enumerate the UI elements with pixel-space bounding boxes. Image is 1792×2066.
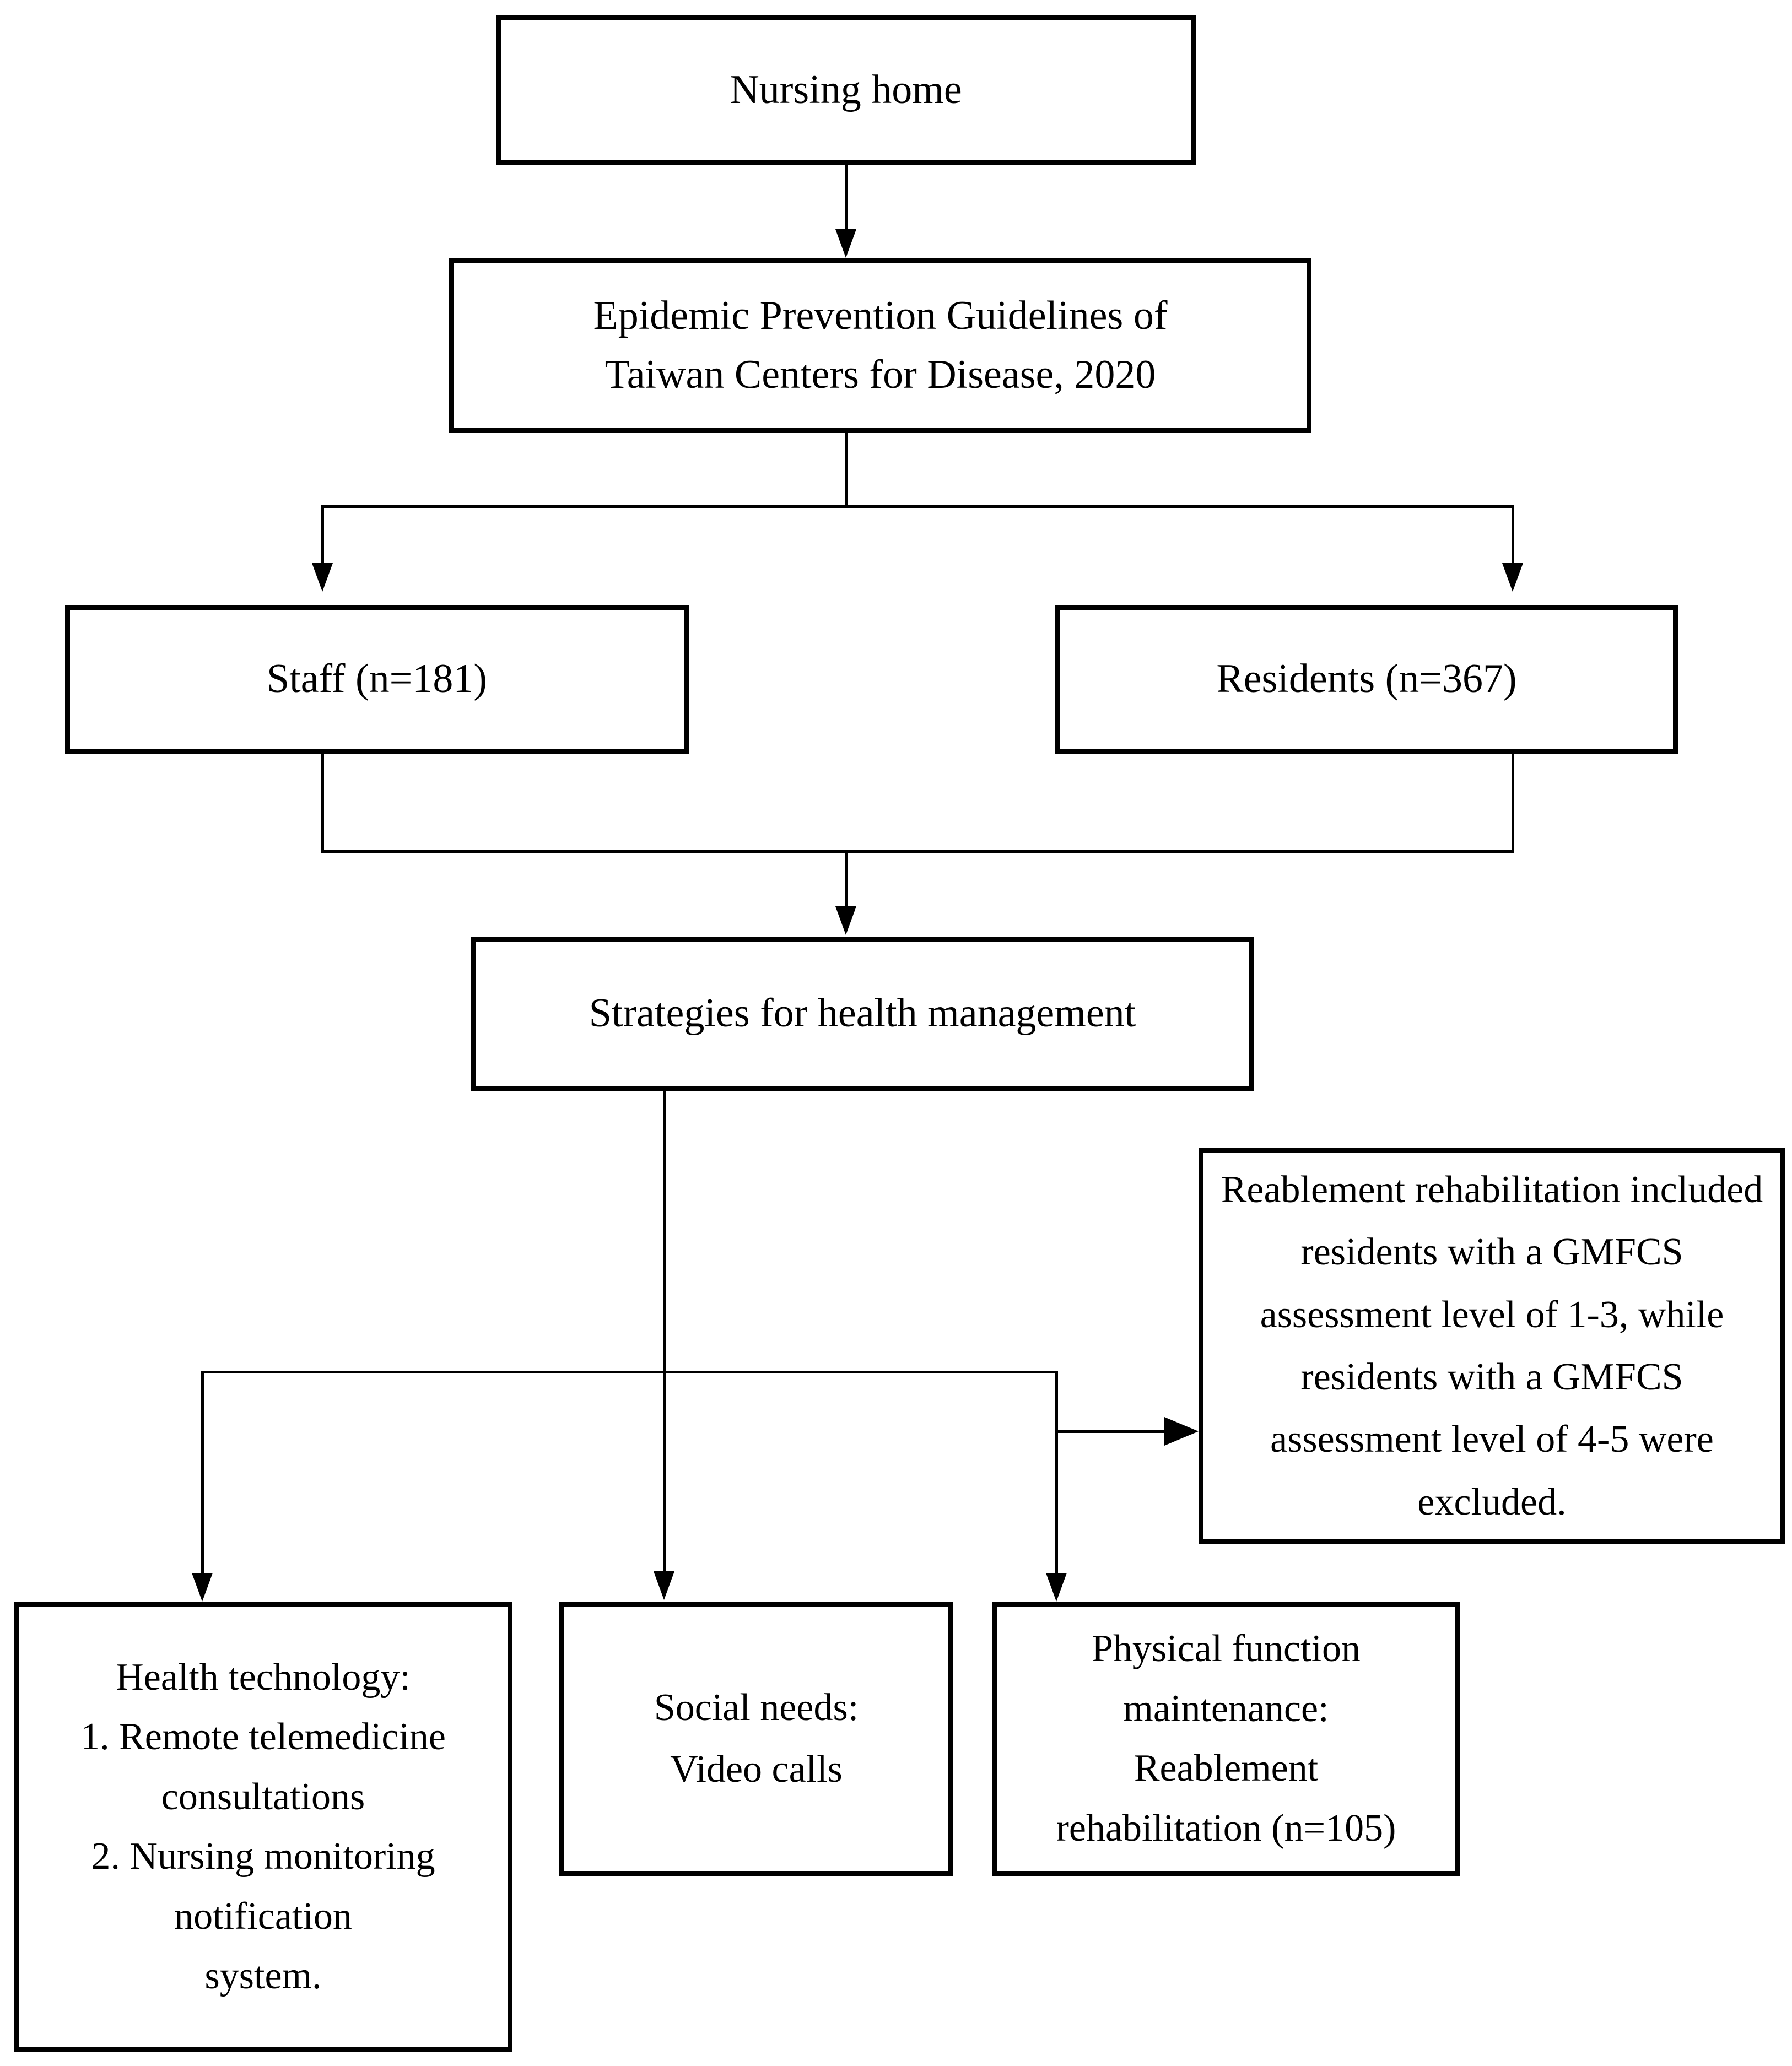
edge-split-left-drop-staff — [321, 505, 324, 566]
node-residents: Residents (n=367) — [1055, 605, 1678, 754]
node-strategies-for-health-management: Strategies for health management — [471, 937, 1254, 1091]
arrowhead-social-needs — [654, 1571, 674, 1600]
node-epidemic-prevention-guidelines-label: Epidemic Prevention Guidelines of Taiwan… — [593, 293, 1168, 397]
arrowhead-staff — [312, 563, 333, 592]
node-staff-label: Staff (n=181) — [266, 656, 488, 702]
node-social-needs: Social needs: Video calls — [559, 1602, 953, 1876]
node-health-technology-label: Health technology: 1. Remote telemedicin… — [80, 1656, 446, 1998]
node-staff: Staff (n=181) — [65, 605, 689, 754]
node-gmfcs-exclusion-note-label: Reablement rehabilitation included resid… — [1221, 1168, 1763, 1523]
edge-strategies-stem — [663, 1091, 666, 1576]
node-physical-function-maintenance: Physical function maintenance: Reablemen… — [992, 1602, 1460, 1876]
edge-drop-physical-function — [1055, 1371, 1058, 1577]
arrowhead-residents — [1502, 563, 1523, 592]
edge-merge-bar-strategies — [321, 850, 1514, 853]
arrowhead-guidelines — [835, 229, 856, 258]
node-gmfcs-exclusion-note: Reablement rehabilitation included resid… — [1199, 1148, 1785, 1544]
node-nursing-home-label: Nursing home — [730, 67, 962, 113]
arrowhead-strategies — [835, 906, 856, 935]
arrowhead-health-technology — [192, 1573, 213, 1602]
arrowhead-gmfcs-note — [1164, 1417, 1199, 1446]
edge-guidelines-stem — [845, 433, 848, 506]
node-epidemic-prevention-guidelines: Epidemic Prevention Guidelines of Taiwan… — [449, 258, 1311, 433]
edge-merge-stem-strategies — [845, 850, 848, 908]
node-strategies-for-health-management-label: Strategies for health management — [589, 991, 1136, 1036]
edge-staff-drop — [321, 754, 324, 853]
node-physical-function-maintenance-label: Physical function maintenance: Reablemen… — [1056, 1627, 1396, 1849]
edge-split-bar-strategies-children — [201, 1371, 1058, 1373]
edge-branch-to-gmfcs-note — [1055, 1430, 1171, 1433]
node-health-technology: Health technology: 1. Remote telemedicin… — [14, 1602, 512, 2052]
edge-drop-health-technology — [201, 1371, 204, 1577]
node-residents-label: Residents (n=367) — [1216, 656, 1517, 702]
edge-split-bar-staff-residents — [321, 505, 1514, 508]
edge-residents-drop — [1512, 754, 1514, 853]
edge-split-right-drop-residents — [1512, 505, 1514, 566]
edge-nursing-home-to-guidelines — [845, 165, 848, 231]
arrowhead-physical-function — [1046, 1573, 1067, 1602]
node-nursing-home: Nursing home — [496, 15, 1196, 165]
node-social-needs-label: Social needs: Video calls — [654, 1686, 859, 1791]
